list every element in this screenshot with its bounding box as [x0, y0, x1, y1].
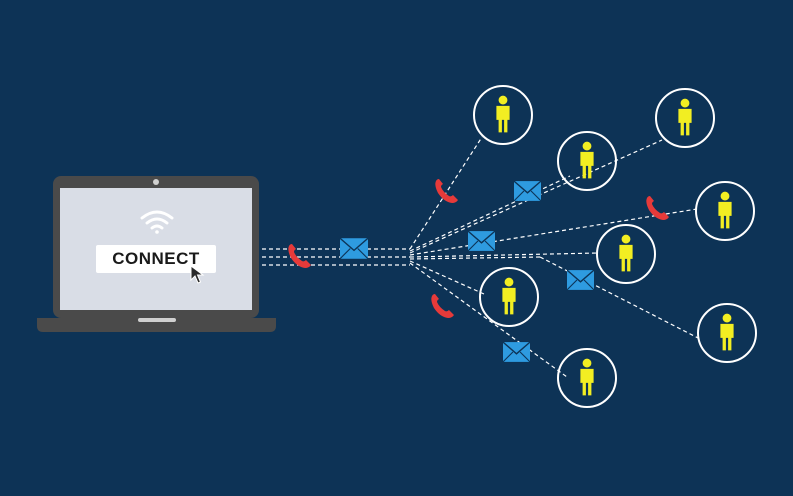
laptop-trackpad-notch — [138, 318, 176, 322]
envelope-icon — [468, 231, 495, 251]
person-node — [557, 131, 617, 191]
person-icon — [720, 313, 734, 351]
person-icon — [502, 277, 516, 315]
person-node — [655, 88, 715, 148]
person-node — [596, 224, 656, 284]
person-node — [479, 267, 539, 327]
envelope-icon — [567, 270, 594, 290]
person-node — [695, 181, 755, 241]
person-icon — [496, 95, 510, 133]
person-icon — [619, 234, 633, 272]
envelope-icon — [340, 238, 368, 259]
person-node — [697, 303, 757, 363]
webcam — [153, 179, 159, 185]
cursor-icon — [190, 265, 205, 284]
laptop-base — [37, 318, 276, 332]
people-nodes — [473, 85, 757, 408]
connection-lines — [262, 136, 701, 378]
connect-button[interactable]: CONNECT — [96, 245, 216, 273]
person-icon — [580, 358, 594, 396]
wifi-icon — [140, 210, 174, 234]
person-node — [557, 348, 617, 408]
person-icon — [580, 141, 594, 179]
envelope-icon — [503, 342, 530, 362]
person-icon — [718, 191, 732, 229]
phone-icon — [431, 294, 454, 318]
phone-icon — [646, 196, 669, 220]
phone-icon — [435, 179, 458, 203]
envelope-icon — [514, 181, 541, 201]
person-node — [473, 85, 533, 145]
person-icon — [678, 98, 692, 136]
